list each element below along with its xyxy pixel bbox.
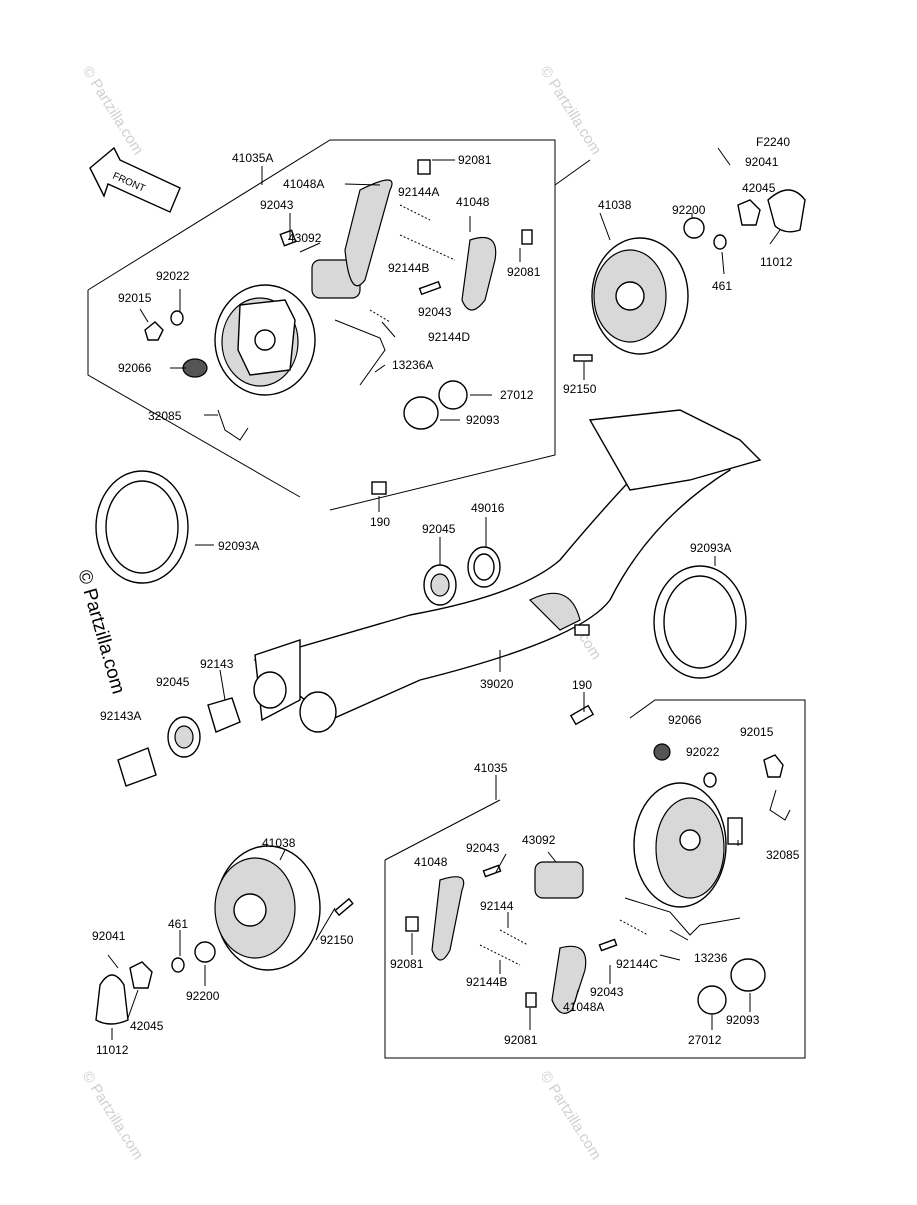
part-label: 92093A	[218, 539, 259, 553]
part-label: 92015	[740, 725, 774, 739]
brake-shoes-bottom	[405, 861, 766, 1015]
brake-shoes-top	[344, 159, 533, 323]
part-label: 42045	[742, 181, 776, 195]
part-label: 32085	[766, 848, 800, 862]
part-label: 92144A	[398, 185, 439, 199]
part-label: 92200	[672, 203, 706, 217]
part-label: 92144D	[428, 330, 470, 344]
part-label: 11012	[760, 255, 793, 269]
brake-drum-top-right	[573, 147, 806, 362]
part-label: 92144C	[616, 957, 658, 971]
part-label: 92041	[745, 155, 779, 169]
part-label: 92041	[92, 929, 126, 943]
part-label: 43092	[522, 833, 556, 847]
seal-rings	[95, 470, 747, 679]
part-label: 41048A	[563, 1000, 604, 1014]
watermark-text: © Partzilla.com	[537, 63, 605, 158]
brake-drum-bottom-left	[95, 845, 354, 1025]
clip-top	[217, 409, 249, 441]
bearings	[117, 546, 501, 787]
part-label: 92150	[563, 382, 597, 396]
part-label: 92045	[156, 675, 190, 689]
part-label: 190	[572, 678, 592, 692]
part-label: 92081	[504, 1033, 538, 1047]
part-label: 92066	[668, 713, 702, 727]
part-label: 41048	[414, 855, 448, 869]
part-label: 39020	[480, 677, 514, 691]
part-label: 92081	[390, 957, 424, 971]
bushings-top	[403, 380, 468, 430]
part-label: 41038	[262, 836, 296, 850]
part-label: 27012	[500, 388, 534, 402]
part-label: 461	[712, 279, 732, 293]
part-label: 41048A	[283, 177, 324, 191]
part-label: 92144B	[388, 261, 429, 275]
part-label: 41035A	[232, 151, 273, 165]
part-label: 92015	[118, 291, 152, 305]
part-label: 461	[168, 917, 188, 931]
part-label: 92066	[118, 361, 152, 375]
axle-housing	[253, 409, 762, 733]
part-label: 92144	[480, 899, 514, 913]
part-label: 27012	[688, 1033, 722, 1047]
figure-code: F2240	[756, 135, 790, 149]
part-label: 92081	[507, 265, 541, 279]
part-label: 41048	[456, 195, 490, 209]
leader-lines	[111, 159, 781, 1040]
assembly-outlines	[87, 139, 806, 1059]
part-label: 92043	[260, 198, 294, 212]
part-label: 92081	[458, 153, 492, 167]
part-label: 92093	[726, 1013, 760, 1027]
lever-top	[334, 319, 386, 386]
part-label: 92022	[156, 269, 190, 283]
brake-panel-top	[144, 284, 316, 396]
part-label: 43092	[288, 231, 322, 245]
part-label: 11012	[96, 1043, 129, 1057]
part-label: 41038	[598, 198, 632, 212]
part-label: 190	[370, 515, 390, 529]
part-label: 49016	[471, 501, 505, 515]
brake-panel-bottom	[569, 704, 791, 908]
part-label: 32085	[148, 409, 182, 423]
part-label: 92045	[422, 522, 456, 536]
watermark-text: © Partzilla.com	[79, 63, 147, 158]
part-label: 92150	[320, 933, 354, 947]
part-label: 92022	[686, 745, 720, 759]
watermark-text-main: © Partzilla.com	[73, 568, 128, 697]
part-label: 13236A	[392, 358, 433, 372]
front-arrow: FRONT	[89, 146, 181, 213]
part-label: 41035	[474, 761, 508, 775]
part-label: 92200	[186, 989, 220, 1003]
watermark-text: © Partzilla.com	[537, 1068, 605, 1163]
part-label: 92043	[418, 305, 452, 319]
part-labels: 41035A 41048A 92081 92043 92144A 41048 4…	[92, 151, 800, 1057]
watermark-text: © Partzilla.com	[79, 1068, 147, 1163]
part-label: 92144B	[466, 975, 507, 989]
part-label: 92043	[590, 985, 624, 999]
part-label: 92093A	[690, 541, 731, 555]
part-label: 92143A	[100, 709, 141, 723]
part-label: 92143	[200, 657, 234, 671]
part-label: 42045	[130, 1019, 164, 1033]
part-label: 92093	[466, 413, 500, 427]
part-label: 92043	[466, 841, 500, 855]
part-label: 13236	[694, 951, 728, 965]
